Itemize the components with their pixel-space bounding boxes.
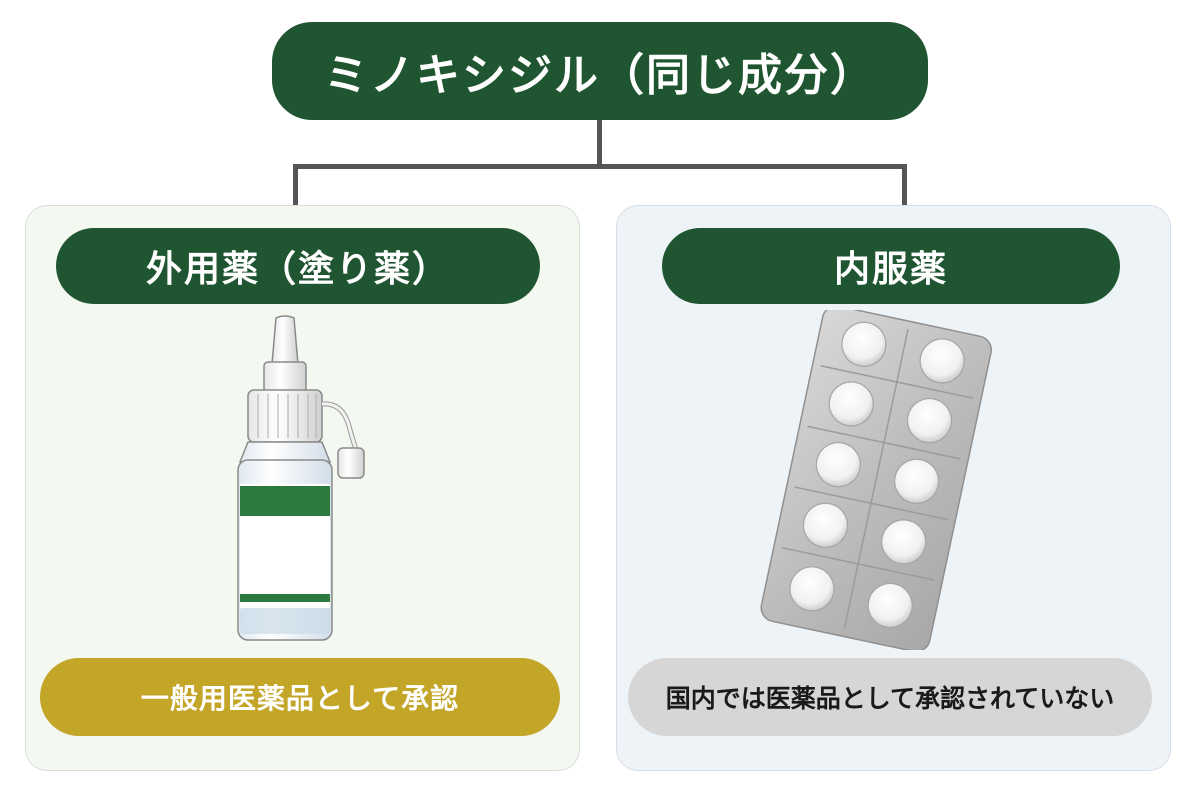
connector-crossbar bbox=[293, 164, 907, 169]
connector-right-branch bbox=[902, 164, 907, 206]
oral-status-pill: 国内では医薬品として承認されていない bbox=[628, 658, 1152, 736]
topical-status-label: 一般用医薬品として承認 bbox=[140, 682, 460, 715]
topical-status-pill: 一般用医薬品として承認 bbox=[40, 658, 560, 736]
dropper-bottle-icon bbox=[237, 315, 365, 641]
topical-category-pill: 外用薬（塗り薬） bbox=[56, 228, 540, 304]
root-node-label: ミノキシジル（同じ成分） bbox=[324, 50, 876, 101]
pill-blister-pack-icon bbox=[760, 310, 992, 650]
root-node-pill: ミノキシジル（同じ成分） bbox=[272, 22, 928, 120]
oral-status-label: 国内では医薬品として承認されていない bbox=[665, 684, 1115, 713]
connector-left-branch bbox=[293, 164, 298, 206]
oral-category-label: 内服薬 bbox=[833, 249, 948, 290]
topical-category-label: 外用薬（塗り薬） bbox=[145, 249, 450, 290]
connector-trunk bbox=[597, 120, 602, 166]
oral-category-pill: 内服薬 bbox=[662, 228, 1120, 304]
